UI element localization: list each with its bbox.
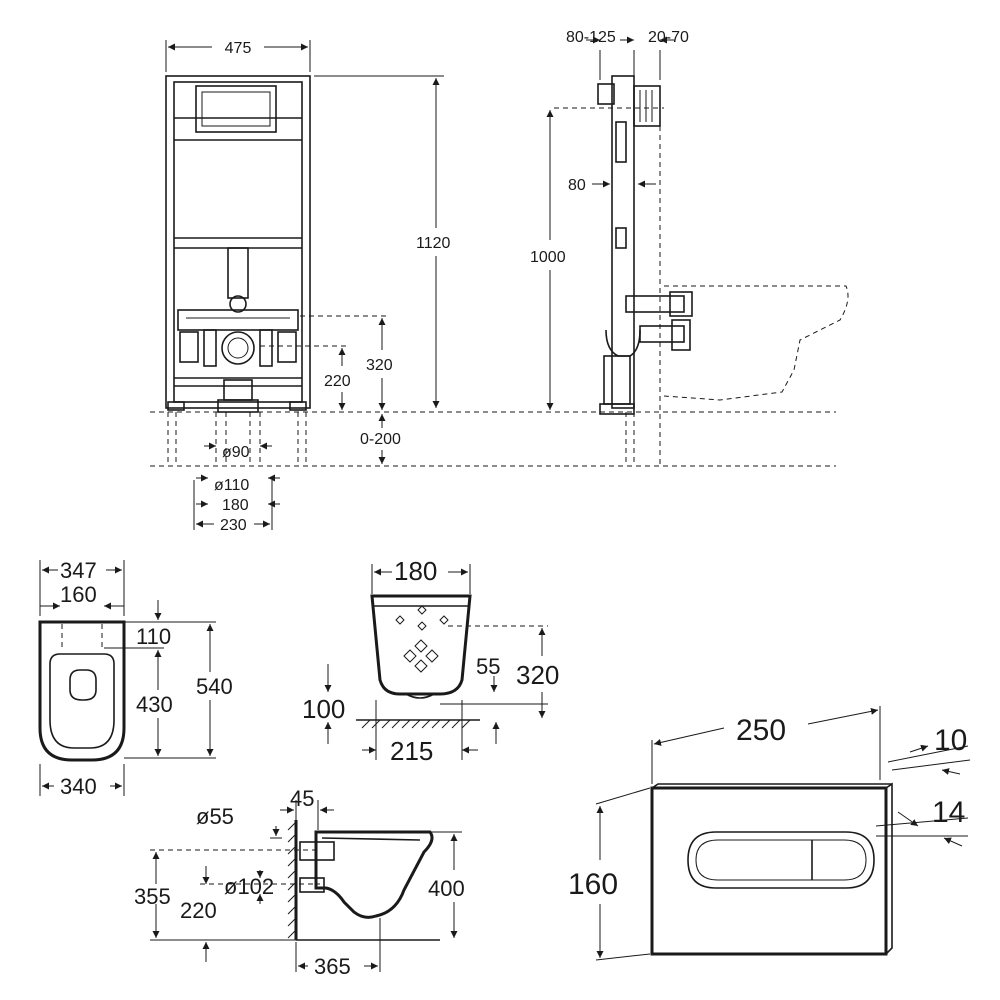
dim-20-70: 20-70 [648,29,689,46]
dim-250: 250 [736,714,786,747]
dim-55: 55 [476,654,500,679]
dim-220-bowl: 220 [180,898,217,923]
dim-d102: ø102 [224,874,274,899]
dim-1120: 1120 [416,235,451,252]
dim-320: 320 [366,357,393,374]
dim-80-125: 80-125 [566,29,616,46]
dim-180-bowl: 180 [394,556,437,586]
dim-355: 355 [134,884,171,909]
dim-160-plate: 160 [568,868,618,901]
flush-plate: 250 10 14 160 [568,706,971,961]
dim-80: 80 [568,177,586,194]
dim-400: 400 [428,876,465,901]
dim-d110: ø110 [214,477,249,494]
dim-180: 180 [222,497,249,514]
dim-45: 45 [290,786,314,811]
dim-d90: ø90 [222,444,250,461]
frame-front-view: 475 1120 320 220 0-200 ø90 ø110 180 23 [165,40,451,534]
dim-160-top: 160 [60,582,97,607]
dim-230: 230 [220,517,247,534]
dim-1000: 1000 [530,249,566,266]
dim-0-200: 0-200 [360,431,401,448]
frame-side-view: 80-125 20-70 80 1000 [530,29,849,466]
bowl-top-view: 347 160 110 430 540 340 [38,558,233,799]
dim-10: 10 [934,724,967,757]
dim-475: 475 [225,40,252,57]
dim-220: 220 [324,373,351,390]
dim-110: 110 [136,624,171,649]
flush-button-outline [687,831,875,889]
dim-100: 100 [302,694,345,724]
dim-347: 347 [60,558,97,583]
bowl-side-view: 45 ø55 ø102 355 220 400 365 [134,786,465,979]
dim-340: 340 [60,774,97,799]
dim-430: 430 [136,692,173,717]
dim-365: 365 [314,954,351,979]
dim-14: 14 [932,796,965,829]
bowl-front-view: 180 320 55 100 215 [302,556,559,766]
dim-540: 540 [196,674,233,699]
dim-d55: ø55 [196,804,234,829]
dim-215: 215 [390,736,433,766]
dim-320-bowl: 320 [516,660,559,690]
